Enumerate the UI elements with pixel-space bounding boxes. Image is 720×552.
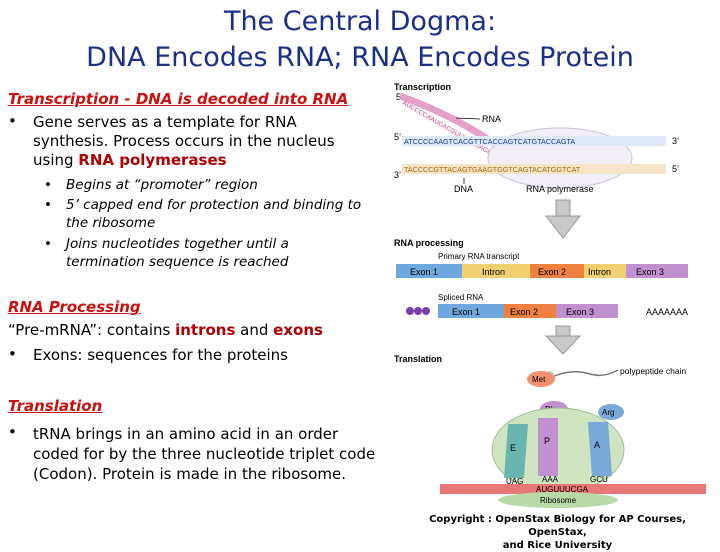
fig-primary-label: Primary RNA transcript <box>438 252 520 261</box>
introns-emphasis: introns <box>175 321 236 339</box>
rna-polymerases-emphasis: RNA polymerases <box>78 151 227 169</box>
spliced-seg-label-3: Exon 3 <box>566 307 594 317</box>
transcription-sub-3: Joins nucleotides together until a termi… <box>66 236 289 270</box>
spliced-seg-exon2 <box>504 304 556 318</box>
bullet-dot: • <box>44 197 52 213</box>
mrna-seq: AUGUUUCGA <box>536 485 589 494</box>
primary-seg-label-5: Exon 3 <box>636 267 664 277</box>
copyright-notice: Copyright : OpenStax Biology for AP Cour… <box>400 513 715 552</box>
central-dogma-figure: Transcription 5’ AUCCCCAAUCACGUUCACGAGU … <box>394 82 706 508</box>
bullet-dot: • <box>8 345 17 363</box>
trna-p <box>538 418 558 476</box>
primary-seg-label-2: Intron <box>482 267 505 277</box>
fig-processing-label: RNA processing <box>394 238 464 248</box>
transcription-bullet-text: Gene serves as a template for RNA synthe… <box>33 113 335 169</box>
fig-dna-label: DNA <box>454 184 473 194</box>
bullet-dot: • <box>44 177 52 193</box>
codon-2: AAA <box>542 475 559 484</box>
primary-seg-label-3: Exon 2 <box>538 267 566 277</box>
processing-line: “Pre-mRNA”: contains introns and exons <box>8 321 378 340</box>
transcription-heading: Transcription - DNA is decoded into RNA <box>8 90 349 108</box>
cap-dot <box>406 307 414 315</box>
transcription-sub-1: Begins at “promoter” region <box>66 177 258 193</box>
fig-transcription-label: Transcription <box>394 82 451 92</box>
arrow-shaft-2 <box>555 325 571 337</box>
mrna-band <box>440 484 706 494</box>
fig-rna-label: RNA <box>482 114 501 124</box>
primary-seg-label-1: Exon 1 <box>410 267 438 277</box>
dna-bottom-strand <box>402 164 666 174</box>
cap-dot <box>414 307 422 315</box>
aa-label-arg: Arg <box>602 408 614 417</box>
fig-3prime-mid: 3’ <box>672 136 679 146</box>
polypeptide-chain <box>549 369 619 379</box>
aa-arg <box>598 404 624 420</box>
primary-seg-intron1 <box>462 264 530 278</box>
primary-seg-exon2 <box>530 264 584 278</box>
fig-5prime-mid: 5’ <box>394 132 401 142</box>
rna-seq-label: AUCCCCAAUCACGUUCACGAGU <box>401 100 493 157</box>
spliced-seg-exon3 <box>556 304 618 318</box>
transcription-bullet: Gene serves as a template for RNA synthe… <box>33 113 373 170</box>
bullet-dot: • <box>44 236 52 252</box>
spliced-seg-label-2: Exon 2 <box>510 307 538 317</box>
copyright-line2: and Rice University <box>502 540 613 551</box>
copyright-line1: Copyright : OpenStax Biology for AP Cour… <box>429 514 686 538</box>
cap-dot <box>422 307 430 315</box>
transcription-sub-2: 5’ capped end for protection and binding… <box>66 197 362 231</box>
spliced-seg-exon1 <box>438 304 504 318</box>
dna-top-seq: ATCCCCAAGTCACGTTCACCAGTCATGTACCAGTA <box>404 137 575 146</box>
fig-polymerase-label: RNA polymerase <box>526 184 594 194</box>
dna-top-strand <box>402 136 666 146</box>
primary-seg-label-4: Intron <box>588 267 611 277</box>
fig-5prime-right: 5’ <box>672 164 679 174</box>
fig-3prime-bottom: 3’ <box>394 170 401 180</box>
dna-bottom-seq: TACCCCGTTACAGTGAAGTGGTCAGTACATGGTCAT <box>404 165 581 174</box>
processing-and: and <box>235 321 274 339</box>
codon-1: UAG <box>506 477 523 486</box>
trna-e <box>504 424 528 478</box>
polya-tail: AAAAAAA <box>646 307 688 317</box>
primary-seg-exon1 <box>396 264 462 278</box>
site-a: A <box>594 440 600 450</box>
codon-3: GCU <box>590 475 608 484</box>
processing-line-text: “Pre-mRNA”: contains <box>8 321 176 339</box>
fig-polypeptide-label: polypeptide chain <box>620 366 686 376</box>
exons-emphasis: exons <box>273 321 323 339</box>
fig-spliced-label: Spliced RNA <box>438 293 484 302</box>
spliced-seg-label-1: Exon 1 <box>452 307 480 317</box>
fig-ribosome-label: Ribosome <box>540 496 577 505</box>
aa-met <box>527 371 555 387</box>
arrow-head-2 <box>544 335 582 355</box>
bullet-dot: • <box>8 423 17 441</box>
translation-heading: Translation <box>8 397 103 415</box>
aa-label-met: Met <box>532 375 546 384</box>
bullet-dot: • <box>8 112 17 130</box>
processing-heading: RNA Processing <box>8 298 141 316</box>
ribosome-small-subunit <box>498 492 618 508</box>
arrow-head-1 <box>544 215 582 239</box>
primary-seg-intron2 <box>584 264 626 278</box>
site-p: P <box>544 436 550 446</box>
rna-pointer <box>455 117 481 120</box>
primary-seg-exon3 <box>626 264 688 278</box>
translation-bullet: tRNA brings in an amino acid in an order… <box>33 425 376 483</box>
fig-translation-label: Translation <box>394 354 442 364</box>
slide-title-line1: The Central Dogma: <box>223 6 497 37</box>
arrow-shaft-1 <box>555 199 571 217</box>
trna-a <box>588 422 612 476</box>
fig-5prime-top: 5’ <box>396 92 403 102</box>
slide-title-line2: DNA Encodes RNA; RNA Encodes Protein <box>86 42 634 73</box>
site-e: E <box>510 443 516 453</box>
processing-bullet: Exons: sequences for the proteins <box>33 346 288 364</box>
